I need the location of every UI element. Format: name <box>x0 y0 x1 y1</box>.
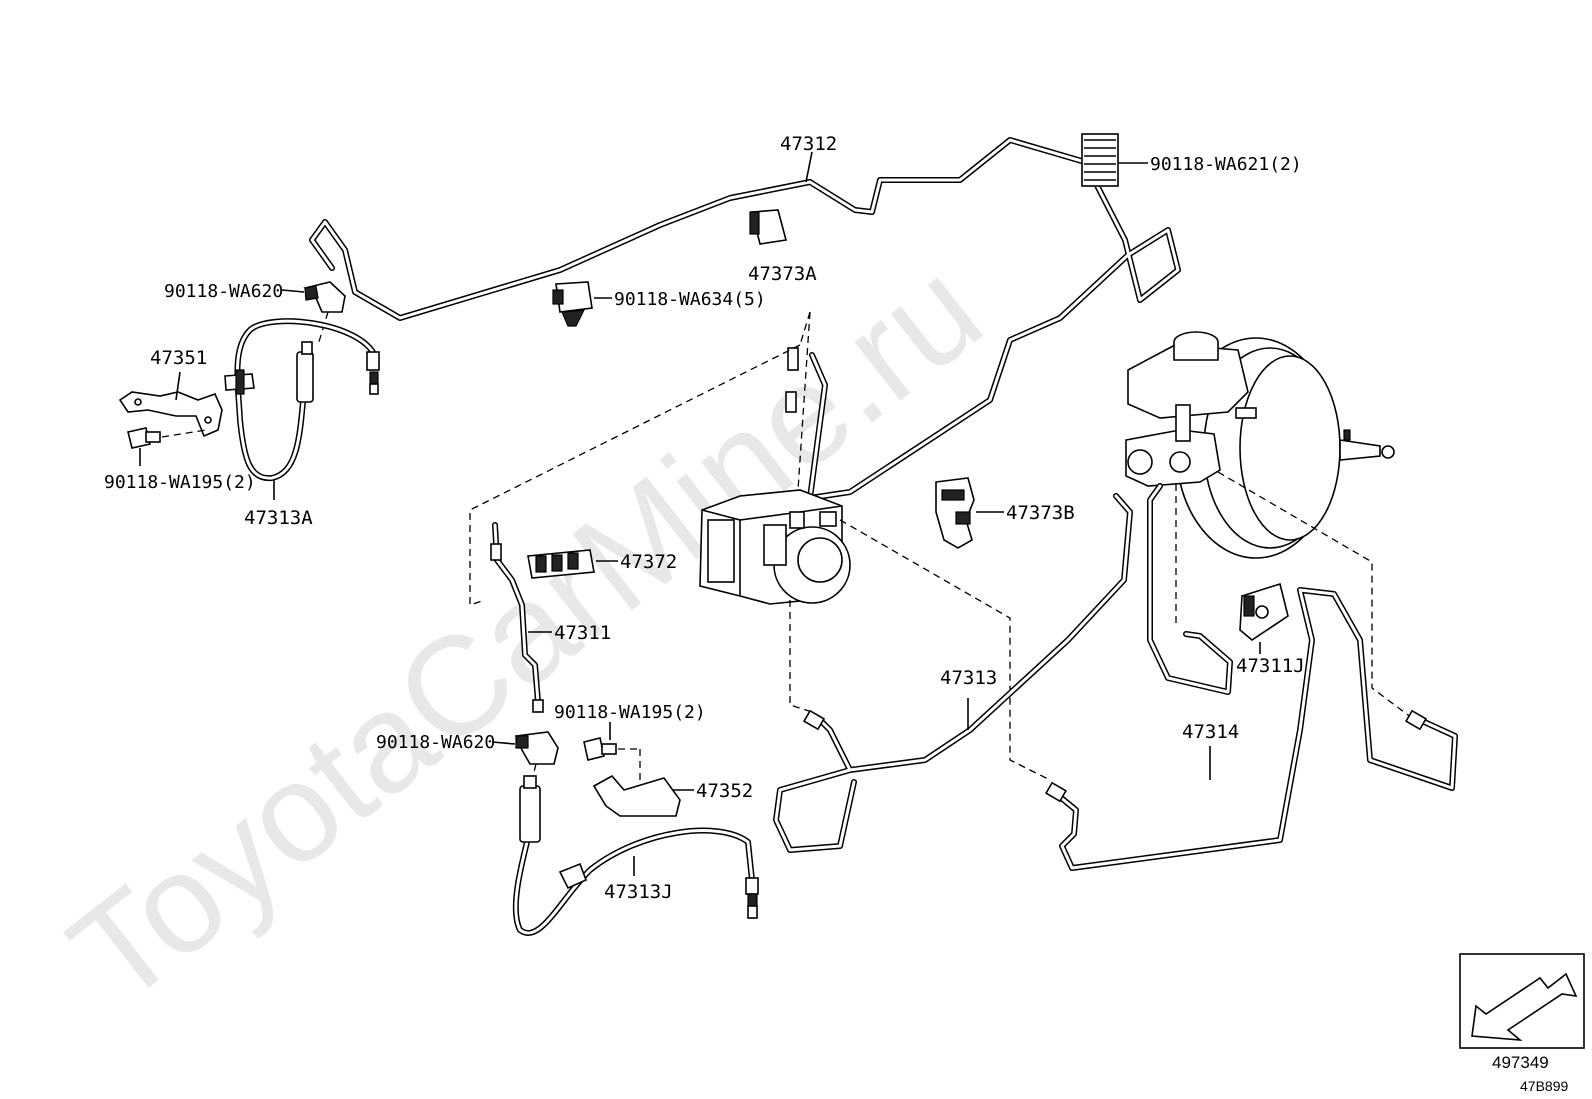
clip-90118-wa620-bottom[interactable] <box>514 731 559 765</box>
tube-fitting-icon <box>787 347 799 371</box>
orientation-arrow-box <box>1459 953 1585 1049</box>
label-47372: 47372 <box>620 551 677 573</box>
label-90118-wa195-bottom: 90118-WA195(2) <box>554 702 706 723</box>
flex-hose-47313a[interactable] <box>224 318 380 482</box>
label-47311: 47311 <box>554 622 611 644</box>
brake-tube-47312[interactable] <box>309 137 1181 501</box>
pad-90118-wa621[interactable] <box>1081 133 1119 187</box>
flex-hose-47313j[interactable] <box>512 775 759 936</box>
label-90118-wa620-top: 90118-WA620 <box>164 281 283 302</box>
brake-tube-master-front[interactable] <box>1147 483 1233 695</box>
label-90118-wa620-bottom: 90118-WA620 <box>376 732 495 753</box>
tube-fitting-icon <box>785 391 797 413</box>
label-47313j: 47313J <box>604 881 673 903</box>
label-47352: 47352 <box>696 780 753 802</box>
clip-90118-wa634[interactable] <box>552 281 593 327</box>
abs-actuator[interactable] <box>699 489 851 605</box>
brake-master-cylinder-booster[interactable] <box>1125 331 1395 559</box>
label-47312: 47312 <box>780 133 837 155</box>
clamp-47373a[interactable] <box>749 209 788 245</box>
label-47311j: 47311J <box>1236 655 1305 677</box>
label-90118-wa634: 90118-WA634(5) <box>614 289 766 310</box>
diagram-code: 47B899 <box>1520 1078 1568 1094</box>
bracket-47351[interactable] <box>118 391 223 438</box>
clip-47372[interactable] <box>527 549 595 579</box>
label-90118-wa621: 90118-WA621(2) <box>1150 154 1302 175</box>
label-47314: 47314 <box>1182 721 1239 743</box>
brake-tube-47313[interactable] <box>773 493 1133 853</box>
bolt-90118-wa195-top[interactable] <box>127 427 161 449</box>
label-47313: 47313 <box>940 667 997 689</box>
clamp-47373b[interactable] <box>935 477 975 549</box>
bracket-47352[interactable] <box>592 774 681 817</box>
brake-tube-47314[interactable] <box>1044 587 1458 871</box>
brake-tube-47311[interactable] <box>490 522 544 713</box>
label-90118-wa195-top: 90118-WA195(2) <box>104 472 256 493</box>
direction-arrow-icon <box>1471 972 1578 1042</box>
label-47351: 47351 <box>150 347 207 369</box>
label-47313a: 47313A <box>244 507 313 529</box>
bolt-90118-wa195-bottom[interactable] <box>583 737 617 761</box>
label-47373a: 47373A <box>748 263 817 285</box>
label-47373b: 47373B <box>1006 502 1075 524</box>
clip-90118-wa620-top[interactable] <box>303 281 346 313</box>
reference-number: 497349 <box>1492 1053 1549 1072</box>
clip-47311j[interactable] <box>1239 582 1289 641</box>
